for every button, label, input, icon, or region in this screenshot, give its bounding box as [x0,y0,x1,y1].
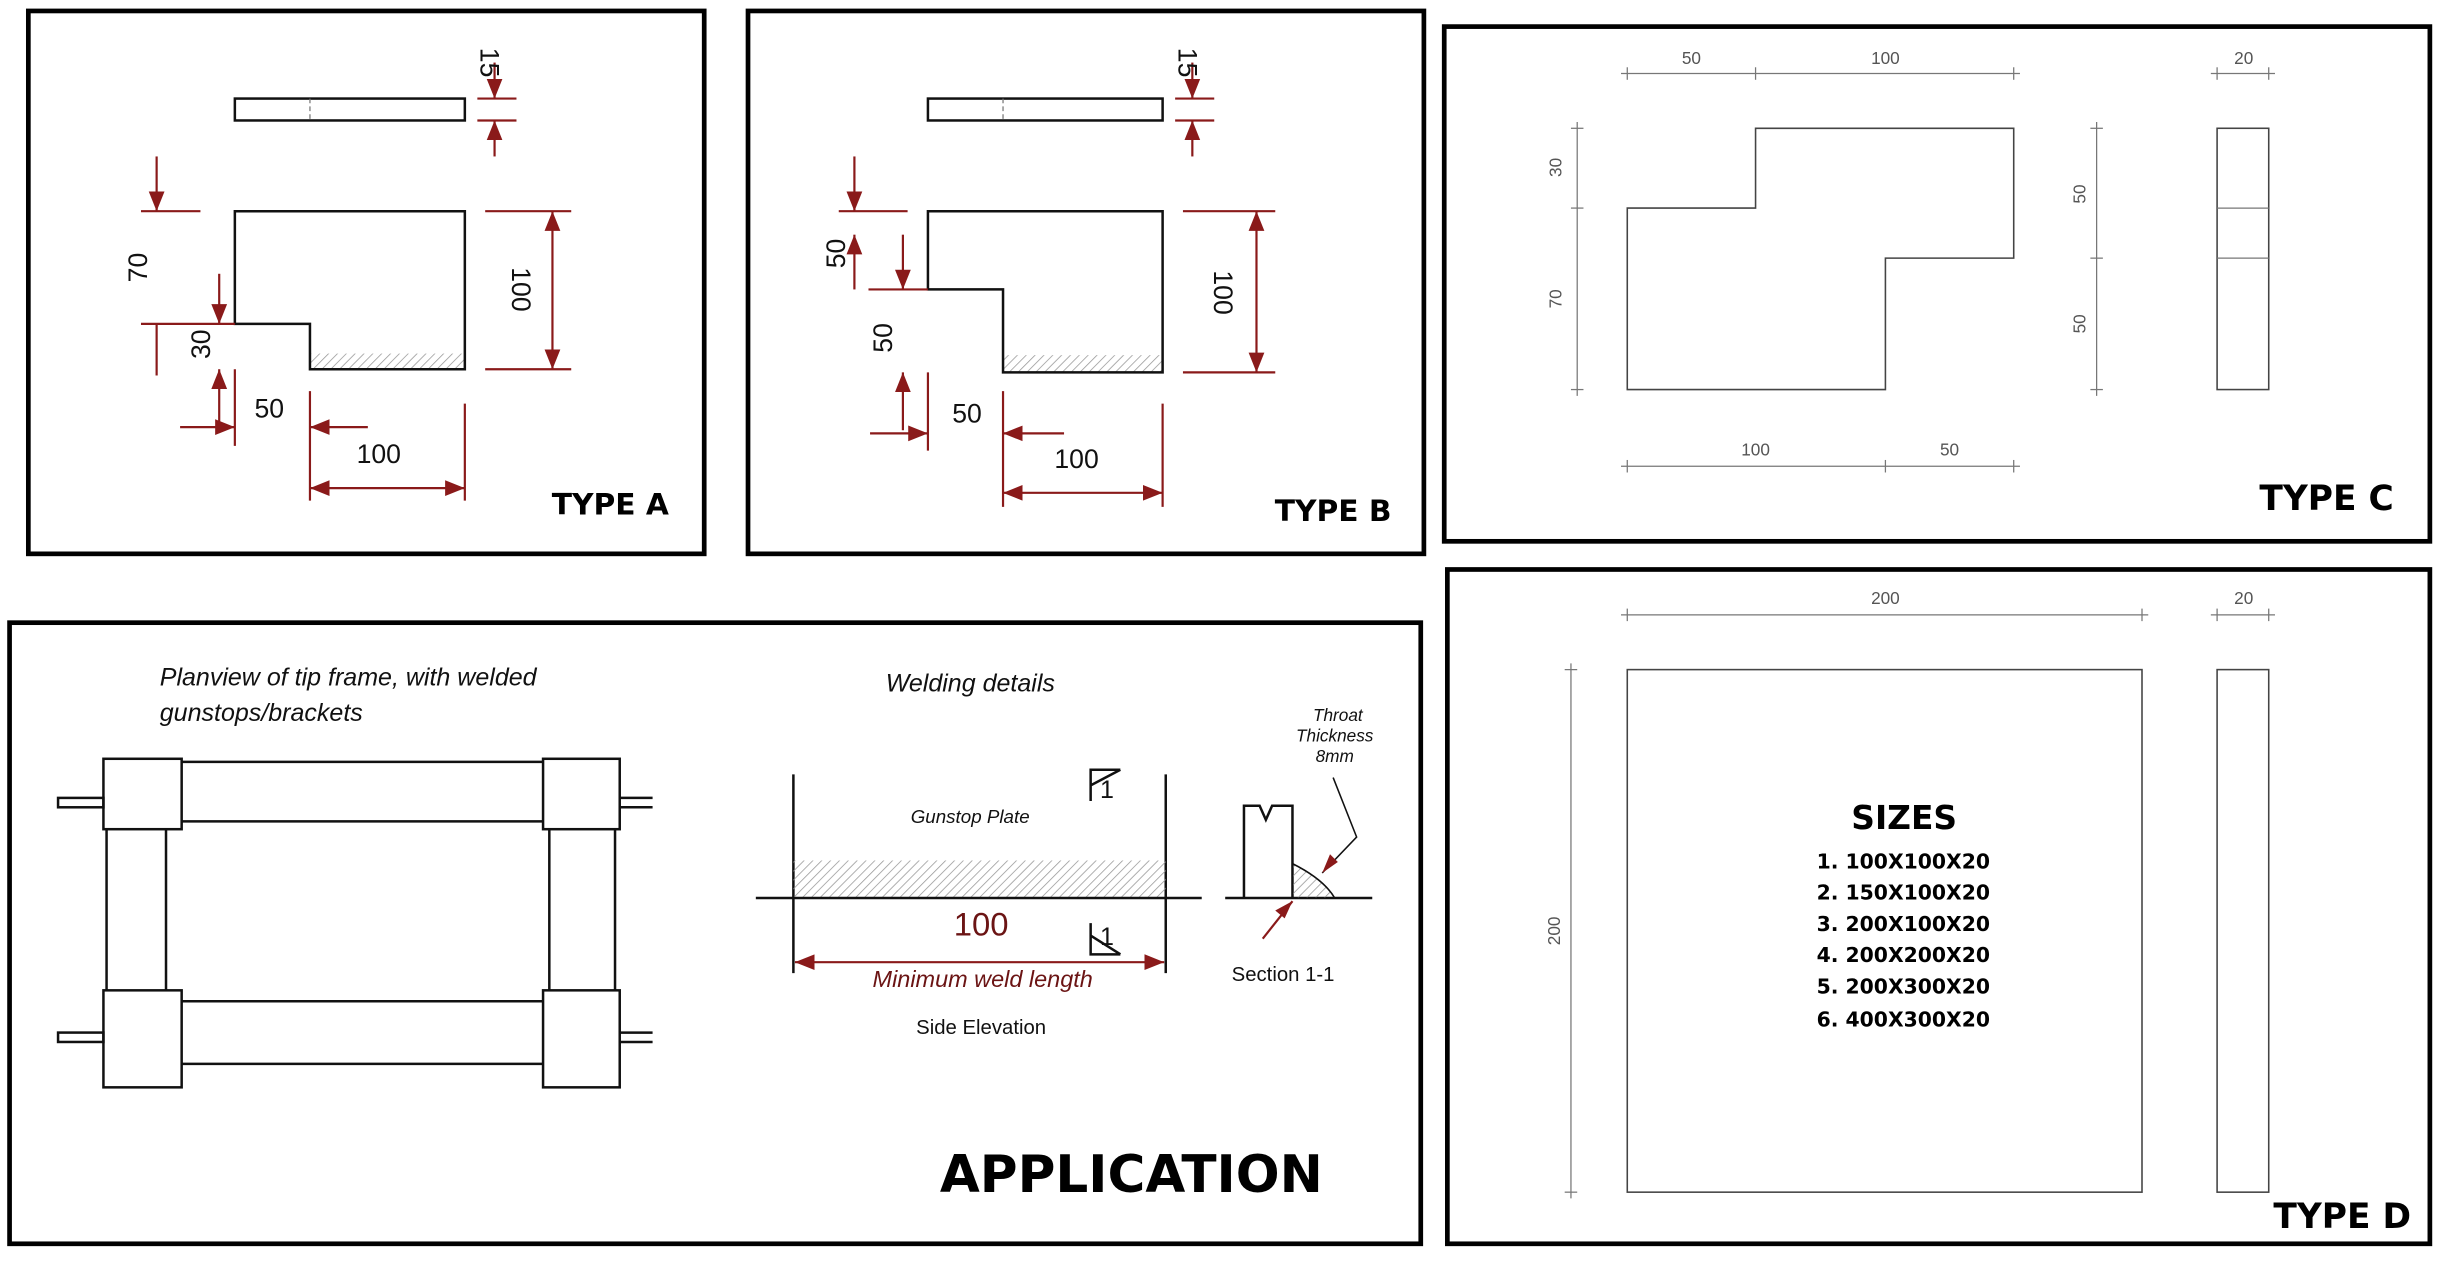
panel-label: APPLICATION [940,1145,1323,1205]
gunstop-bracket [541,757,621,831]
gunstop-plate-label: Gunstop Plate [911,806,1030,827]
dim-top-left: 50 [1682,48,1701,68]
weld-length-caption: Minimum weld length [873,966,1093,992]
dim-bottom-left: 50 [254,394,284,424]
gunstop-bracket [541,989,621,1089]
dim-left-upper: 30 [1546,158,1566,177]
planview-title: Planview of tip frame, with welded [160,663,538,691]
panel-frame [745,8,1427,557]
dim-bottom-right: 100 [357,439,401,469]
weld-hatch [1003,355,1163,373]
size-item: 1. 100X100X20 [1817,849,1990,873]
dim-thickness: 15 [474,48,504,78]
plate-outline [233,209,467,371]
tip-frame-planview [56,757,653,1089]
throat-label-line2: Thickness [1296,726,1374,746]
dim-bottom-left: 100 [1741,439,1770,459]
weld-hatch [793,860,1166,899]
panel-label: TYPE A [552,488,669,523]
plate-outline [926,209,1164,374]
dim-height: 100 [506,267,536,311]
dim-left-lower: 30 [186,329,216,359]
plate-edge-view [926,97,1164,122]
gunstop-bracket [102,757,183,831]
plate-outline [1626,127,2015,391]
plate-side-view [2216,668,2270,1193]
dim-left-lower: 70 [1546,289,1566,308]
size-item: 4. 200X200X20 [1817,943,1990,967]
plate-side-view [2216,127,2270,391]
gunstop-bracket [102,989,183,1089]
panel-label: TYPE D [2273,1197,2411,1237]
plate-outline [1626,668,2143,1193]
size-item: 3. 200X100X20 [1817,912,1990,936]
dim-top-right: 100 [1871,48,1900,68]
dim-bottom-right: 50 [1940,439,1959,459]
panel-label: TYPE B [1275,494,1392,529]
dim-side-upper: 50 [2070,184,2090,203]
dim-side-width: 20 [2234,588,2253,608]
panel-frame [7,620,1424,1247]
panel-type-d: 200 20 200 SIZES 1. 100X100X20 2. 150X10… [1445,567,2433,1247]
panel-application: Planview of tip frame, with welded gunst… [7,620,1424,1247]
weld-length-value: 100 [954,906,1009,943]
panel-type-b: 15 50 50 50 100 100 TYPE B [745,8,1427,557]
dim-bottom-left: 50 [952,398,982,428]
dim-left-lower: 50 [868,323,898,353]
welding-title: Welding details [886,670,1055,698]
sizes-title: SIZES [1851,799,1957,837]
panel-type-a: 15 70 30 50 100 100 TYPE A [25,8,707,557]
side-elevation: 1 1 Gunstop Plate 100 Minimum weld lengt… [755,768,1202,1039]
dim-side-lower: 50 [2070,314,2090,333]
panel-frame [1441,24,2433,544]
dim-left-upper: 50 [821,239,851,269]
weld-hatch [309,353,465,370]
dim-height: 200 [1544,917,1564,946]
dim-thickness: 15 [1172,48,1202,78]
dim-bottom-right: 100 [1054,444,1098,474]
panel-frame [25,8,707,557]
dim-side-width: 20 [2234,48,2253,68]
size-item: 2. 150X100X20 [1817,881,1990,905]
throat-value: 8mm [1316,746,1354,766]
panel-type-c: 50 100 20 30 70 50 50 100 50 TYPE C [1441,24,2433,544]
planview-title-line2: gunstops/brackets [160,699,363,727]
dim-height: 100 [1208,270,1238,314]
section-label: Section 1-1 [1232,964,1335,986]
section-mark-bottom: 1 [1100,923,1114,951]
size-item: 6. 400X300X20 [1817,1007,1990,1031]
dim-left-upper: 70 [123,253,153,283]
size-item: 5. 200X300X20 [1817,974,1990,998]
side-elevation-label: Side Elevation [916,1017,1046,1039]
throat-label: Throat [1313,705,1364,725]
panel-label: TYPE C [2259,479,2393,519]
sizes-list: 1. 100X100X20 2. 150X100X20 3. 200X100X2… [1817,849,1990,1031]
panel-frame [1445,567,2433,1247]
plate-edge-view [233,97,467,122]
section-1-1: Throat Thickness 8mm Section 1-1 [1225,705,1374,986]
section-mark-top: 1 [1100,776,1114,804]
dim-width: 200 [1871,588,1900,608]
